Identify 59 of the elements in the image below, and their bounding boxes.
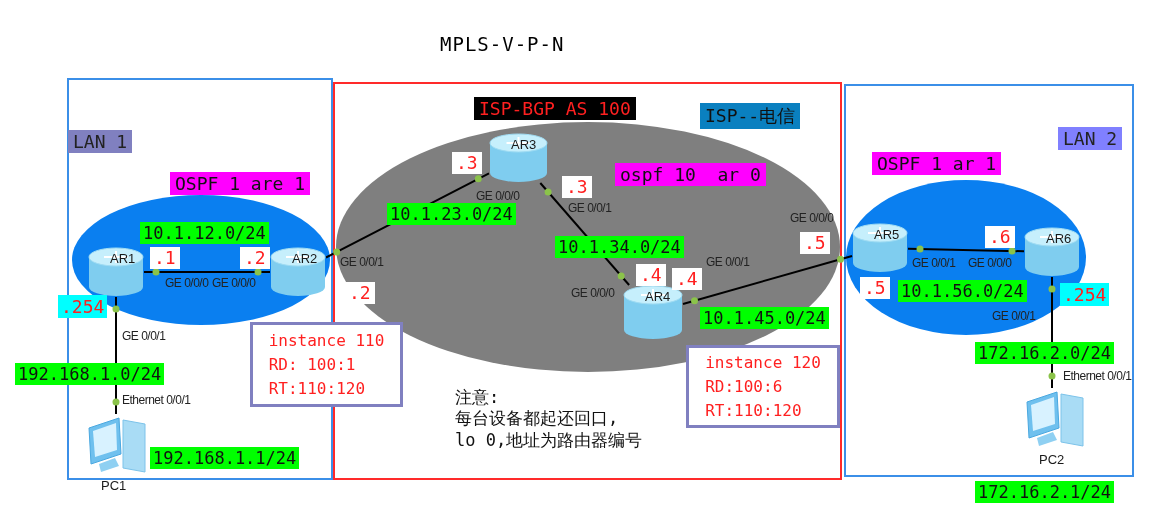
subnet-label: 10.1.34.0/24 — [555, 236, 684, 258]
area-label: LAN 1 — [68, 130, 133, 153]
diagram-title: MPLS-V-P-N — [440, 33, 565, 55]
subnet-label: 172.16.2.0/24 — [975, 342, 1115, 364]
area-label: OSPF 1 are 1 — [170, 172, 311, 195]
device-label: AR3 — [511, 137, 537, 152]
interface-label: GE 0/0/0 — [968, 257, 1012, 270]
interface-label: GE 0/0/1 — [568, 202, 612, 215]
ip-octet-label: .4 — [672, 268, 702, 290]
ip-octet-label: .5 — [860, 277, 890, 299]
interface-label: GE 0/0/1 — [992, 310, 1036, 323]
interface-label: GE 0/0/0 — [790, 212, 834, 225]
interface-label: GE 0/0/0 — [212, 277, 256, 290]
area-label: OSPF 1 ar 1 — [872, 152, 1002, 175]
subnet-label: 10.1.23.0/24 — [387, 203, 516, 225]
ip-octet-label: .2 — [240, 247, 270, 269]
interface-label: Ethernet 0/0/1 — [122, 394, 191, 407]
vpn-instance-box: instance 110 RD: 100:1 RT:110:120 — [250, 322, 403, 407]
ip-address-label: 172.16.2.1/24 — [975, 481, 1115, 503]
interface-label: GE 0/0/0 — [571, 287, 615, 300]
interface-label: GE 0/0/1 — [340, 256, 384, 269]
network-link — [907, 247, 1025, 253]
area-label: ISP--电信 — [700, 103, 801, 129]
device-label: AR6 — [1046, 231, 1072, 246]
interface-label: GE 0/0/1 — [122, 330, 166, 343]
device-label: PC1 — [101, 478, 127, 493]
ip-octet-label: .254 — [1060, 283, 1110, 306]
ip-octet-label: .3 — [562, 176, 592, 198]
subnet-label: 10.1.45.0/24 — [700, 307, 829, 329]
vpn-instance-box: instance 120 RD:100:6 RT:110:120 — [686, 345, 840, 428]
device-label: AR2 — [292, 251, 318, 266]
subnet-label: 192.168.1.0/24 — [15, 363, 165, 385]
ip-octet-label: .1 — [150, 247, 180, 269]
note-text: 每台设备都起还回口, — [455, 407, 619, 430]
ip-address-label: 192.168.1.1/24 — [150, 447, 300, 469]
area-label: ospf 10 ar 0 — [615, 163, 766, 186]
network-link — [682, 255, 853, 305]
subnet-label: 10.1.12.0/24 — [140, 222, 269, 244]
device-label: PC2 — [1039, 452, 1065, 467]
interface-label: GE 0/0/0 — [476, 190, 520, 203]
ip-octet-label: .4 — [636, 264, 666, 286]
device-label: AR4 — [645, 289, 671, 304]
subnet-label: 10.1.56.0/24 — [898, 280, 1027, 302]
interface-label: GE 0/0/1 — [706, 256, 750, 269]
device-label: AR5 — [874, 227, 900, 242]
note-text: lo 0,地址为路由器编号 — [455, 429, 643, 452]
device-label: AR1 — [110, 251, 136, 266]
interface-label: GE 0/0/0 — [165, 277, 209, 290]
area-label: ISP-BGP AS 100 — [474, 97, 636, 120]
ip-octet-label: .5 — [800, 232, 830, 254]
ip-octet-label: .254 — [58, 295, 108, 318]
ip-octet-label: .2 — [345, 282, 375, 304]
interface-label: Ethernet 0/0/1 — [1063, 370, 1132, 383]
network-link — [143, 271, 271, 273]
ip-octet-label: .3 — [452, 152, 482, 174]
interface-label: GE 0/0/1 — [912, 257, 956, 270]
area-label: LAN 2 — [1058, 127, 1123, 150]
note-text: 注意: — [455, 386, 500, 409]
ip-octet-label: .6 — [985, 226, 1015, 248]
